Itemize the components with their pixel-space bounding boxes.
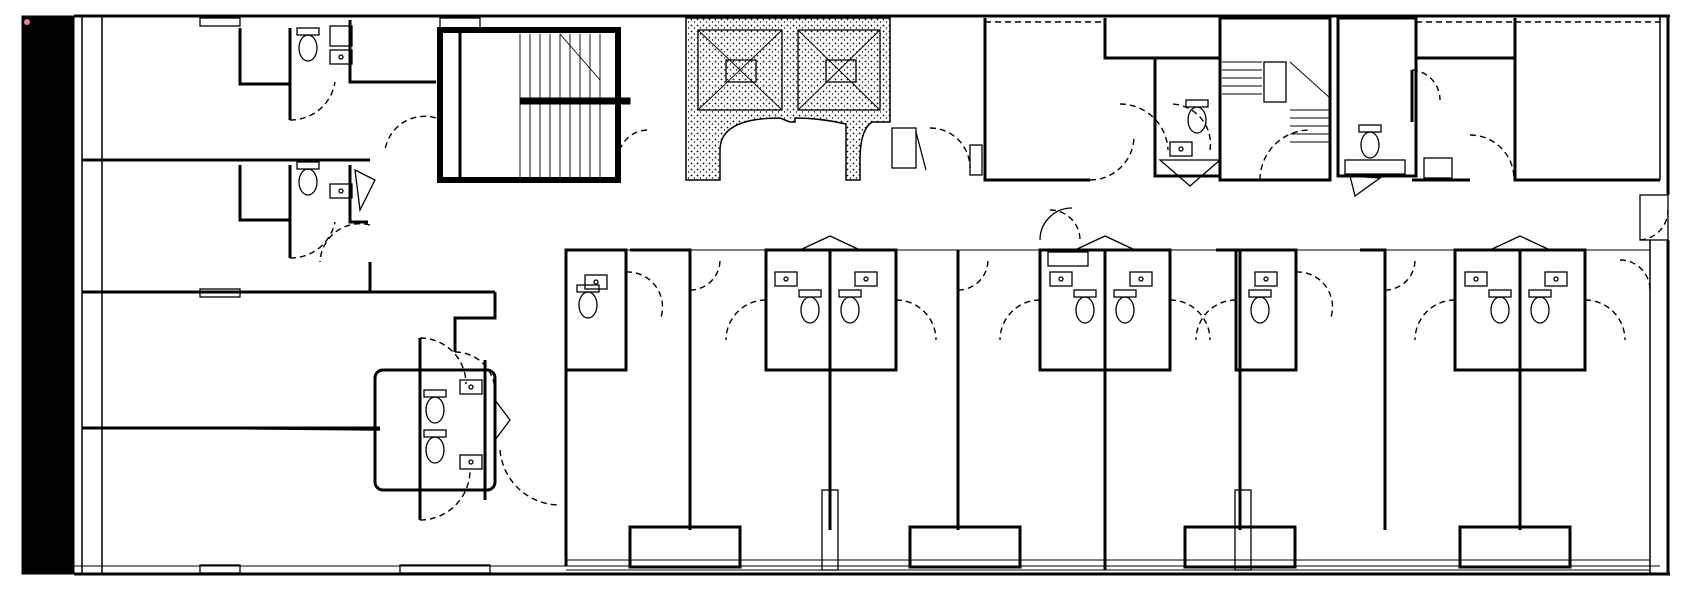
elevator-core [685, 17, 971, 181]
south-unit-2 [725, 235, 1022, 571]
corner-marker [24, 19, 30, 25]
north-stair-2 [1218, 16, 1332, 182]
west-double-bath [373, 337, 561, 521]
north-room-east [1412, 18, 1669, 241]
south-unit-5 [1414, 235, 1651, 569]
south-window-strip [566, 559, 1650, 571]
south-unit-4 [1195, 248, 1416, 571]
north-stair-core [437, 17, 649, 183]
west-facade-band [21, 15, 75, 575]
north-bath-2 [1336, 16, 1453, 198]
west-room-row-1 [82, 17, 437, 162]
building-outline [74, 14, 1670, 576]
north-bath-1 [1119, 56, 1222, 187]
west-room-row-3 [82, 426, 381, 431]
west-room-row-2 [82, 161, 497, 352]
south-unit-1 [564, 248, 742, 569]
